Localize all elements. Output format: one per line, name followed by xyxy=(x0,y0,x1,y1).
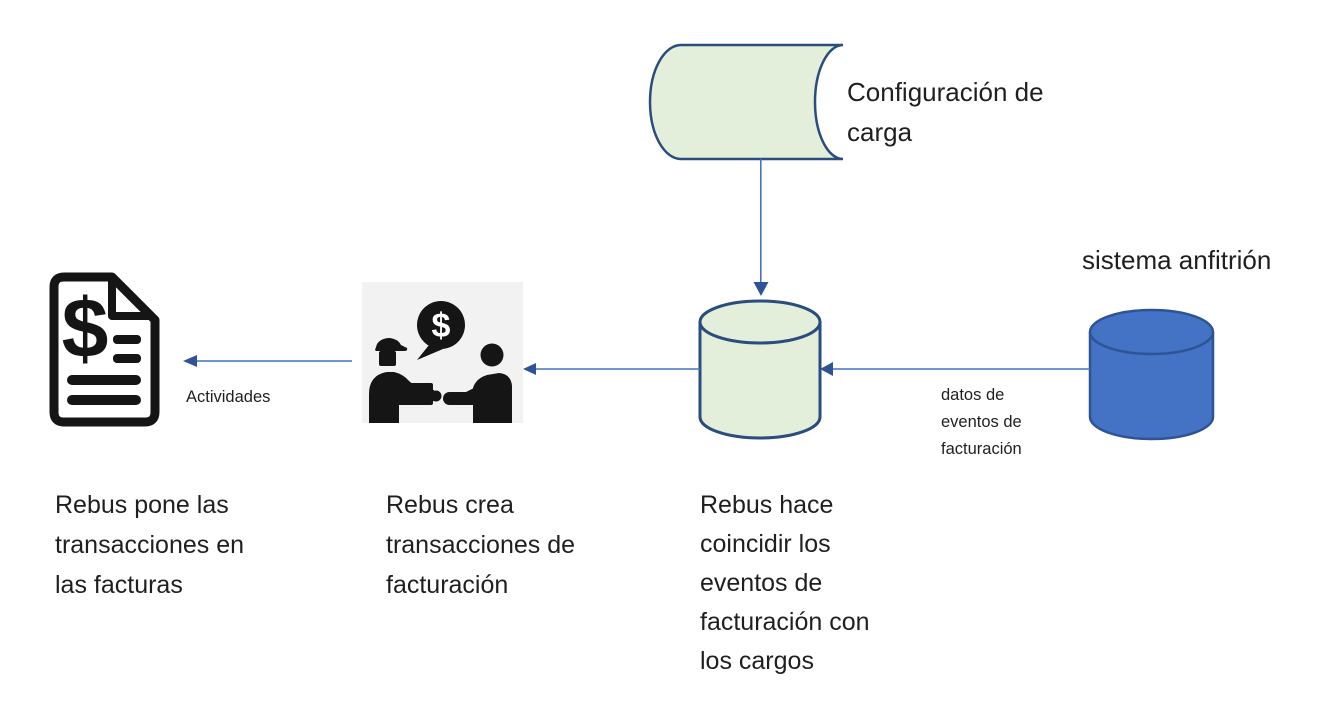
caption-transactions: Rebus crea transacciones de facturación xyxy=(386,491,576,599)
caption-invoices: Rebus pone las transacciones en las fact… xyxy=(55,491,245,599)
invoice-dollar-glyph: $ xyxy=(62,281,109,375)
people-discussion-image: $ xyxy=(362,282,523,423)
bubble-dollar-glyph: $ xyxy=(432,307,451,345)
folded-corner-icon xyxy=(108,279,151,320)
person-left-icon xyxy=(369,338,442,423)
billing-events-connector-label: datos de eventos de facturación xyxy=(941,386,1022,458)
arrow-host-to-matching xyxy=(820,362,1090,376)
activities-connector-label: Actividades xyxy=(186,388,271,406)
dollar-speech-bubble-icon: $ xyxy=(417,301,465,360)
laptop-icon xyxy=(397,383,433,405)
invoice-document-icon: $ xyxy=(49,272,160,427)
host-db-shape xyxy=(1088,308,1215,441)
arrow-matching-to-people xyxy=(523,363,700,375)
load-config-shape xyxy=(648,43,844,161)
arrow-config-to-matching xyxy=(753,159,769,296)
load-config-label: Configuración de carga xyxy=(847,77,1044,147)
host-system-label: sistema anfitrión xyxy=(1082,245,1272,275)
person-right-icon xyxy=(443,343,512,423)
arrow-people-to-invoice xyxy=(183,355,352,367)
caption-matching: Rebus hace coincidir los eventos de fact… xyxy=(700,491,870,675)
matching-db-shape xyxy=(698,299,822,440)
